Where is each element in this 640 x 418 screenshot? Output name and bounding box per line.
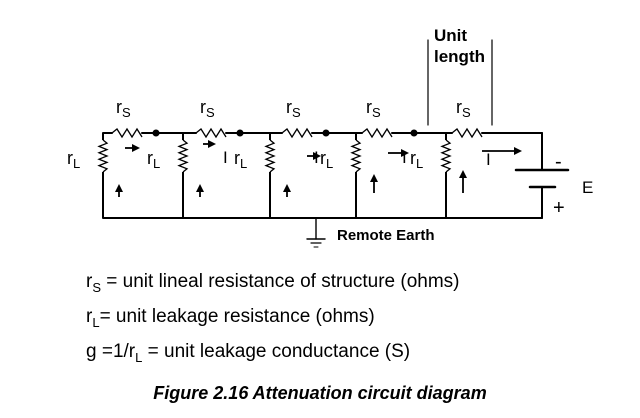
- current-arrowhead: [514, 147, 522, 155]
- legend-symbol: r: [86, 271, 93, 292]
- unit-length-label: length: [434, 47, 485, 66]
- leakage-resistor-label: rL: [410, 148, 423, 171]
- legend-leakage-conductance: g =1/rL = unit leakage conductance (S): [86, 341, 410, 369]
- legend-text: = unit lineal resistance of structure (o…: [101, 271, 460, 292]
- legend-subscript: L: [135, 349, 143, 365]
- legend-leakage-resistance: rL= unit leakage resistance (ohms): [86, 306, 375, 334]
- legend-subscript: S: [92, 279, 101, 295]
- leakage-arrowhead: [196, 184, 204, 192]
- legend-text: = unit leakage resistance (ohms): [99, 306, 375, 327]
- leakage-resistor: [264, 139, 276, 173]
- leakage-resistor: [350, 139, 362, 173]
- junction-dot: [410, 129, 418, 137]
- legend-series-resistance: rS = unit lineal resistance of structure…: [86, 271, 460, 299]
- battery-label: E: [582, 178, 593, 197]
- leakage-arrowhead: [115, 184, 123, 192]
- current-label: I: [223, 148, 228, 167]
- current-arrowhead: [208, 140, 216, 148]
- current-arrowhead: [313, 152, 321, 160]
- series-resistor: [281, 127, 313, 139]
- legend-text: = unit leakage conductance (S): [142, 341, 411, 362]
- series-resistor: [361, 127, 393, 139]
- current-label: I: [486, 150, 491, 169]
- current-arrowhead: [132, 144, 140, 152]
- junction-dot: [236, 129, 244, 137]
- current-arrowhead: [401, 149, 409, 157]
- leakage-resistor-label: rL: [147, 148, 160, 171]
- junction-dot: [152, 129, 160, 137]
- leakage-arrowhead: [459, 170, 467, 178]
- series-resistor-label: rS: [200, 97, 215, 120]
- leakage-resistor-label: rL: [67, 148, 80, 171]
- series-resistor-label: rS: [286, 97, 301, 120]
- series-resistor-label: rS: [116, 97, 131, 120]
- figure-caption: Figure 2.16 Attenuation circuit diagram: [153, 383, 487, 403]
- leakage-resistor: [177, 139, 189, 173]
- battery-minus: -: [555, 151, 562, 173]
- junction-dot: [322, 129, 330, 137]
- leakage-resistor-label: rL: [234, 148, 247, 171]
- battery-plus: +: [553, 197, 565, 219]
- unit-length-label: Unit: [434, 26, 467, 45]
- legend-symbol: r: [86, 306, 93, 327]
- current-label: I: [314, 148, 319, 167]
- leakage-resistor-label: rL: [320, 148, 333, 171]
- remote-earth-label: Remote Earth: [337, 227, 435, 244]
- series-resistor: [111, 127, 143, 139]
- series-resistor: [195, 127, 227, 139]
- series-resistor: [451, 127, 483, 139]
- leakage-resistor: [97, 139, 109, 173]
- series-resistor-label: rS: [456, 97, 471, 120]
- legend-symbol: g =1/r: [86, 341, 136, 362]
- current-label: I: [402, 148, 407, 167]
- leakage-arrowhead: [283, 184, 291, 192]
- leakage-resistor: [440, 139, 452, 173]
- leakage-arrowhead: [370, 174, 378, 182]
- legend-subscript: L: [92, 314, 100, 330]
- series-resistor-label: rS: [366, 97, 381, 120]
